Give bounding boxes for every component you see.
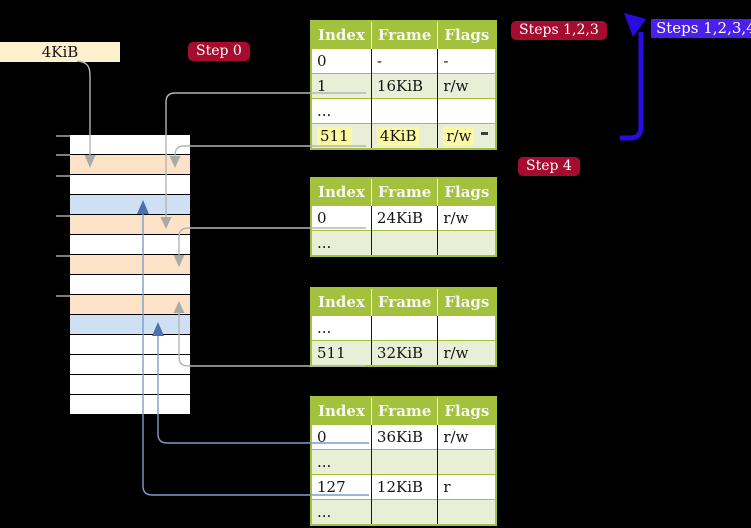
cell-index: 0: [317, 52, 327, 70]
loop-arrow-line: [620, 32, 644, 141]
memory-row: [70, 155, 190, 174]
column-header: Index: [311, 178, 372, 206]
badge-steps-1-2-3: Steps 1,2,3: [511, 21, 607, 40]
memory-row: [70, 175, 190, 194]
page-table-3: Index Frame Flags ... 511 32KiB r/w: [310, 287, 498, 367]
column-header: Index: [311, 288, 372, 316]
column-header: Index: [311, 21, 372, 49]
badge-step-0: Step 0: [188, 42, 250, 61]
table-row: ...: [311, 315, 497, 341]
cell-index: ...: [317, 234, 332, 252]
memory-row: [70, 355, 190, 374]
cell-frame: 12KiB: [376, 478, 424, 496]
cell-frame: -: [376, 52, 382, 70]
cell-flags: -: [443, 52, 449, 70]
table-row: ...: [311, 449, 497, 475]
cell-index: ...: [317, 102, 332, 120]
cell-index: ...: [317, 503, 332, 521]
column-header: Frame: [371, 178, 439, 206]
memory-tick: [56, 175, 70, 177]
column-header: Flags: [437, 288, 497, 316]
memory-row: [70, 275, 190, 294]
cell-index: 0: [317, 209, 327, 227]
table-header-row: Index Frame Flags: [311, 21, 497, 49]
table-row: 0 36KiB r/w: [311, 424, 497, 450]
cell-frame: 24KiB: [376, 209, 424, 227]
table-row: ...: [311, 230, 497, 256]
table-header-row: Index Frame Flags: [311, 397, 497, 425]
cell-frame: 32KiB: [376, 344, 424, 362]
table-row: 1 16KiB r/w: [311, 73, 497, 99]
cell-flags: r/w: [443, 428, 469, 446]
column-header: Flags: [437, 21, 497, 49]
page-table-2: Index Frame Flags 0 24KiB r/w ...: [310, 177, 498, 257]
column-header: Flags: [437, 397, 497, 425]
memory-row: [70, 255, 190, 274]
page-size-label: 4KiB: [0, 42, 120, 62]
cell-index: ...: [317, 319, 332, 337]
physical-memory-strip: [70, 135, 190, 415]
table-row-highlighted: 511 4KiB r/w: [311, 123, 497, 149]
memory-row: [70, 295, 190, 314]
column-header: Frame: [371, 21, 439, 49]
cell-index: ...: [317, 453, 332, 471]
memory-tick: [56, 154, 70, 156]
table-header-row: Index Frame Flags: [311, 178, 497, 206]
loop-arrow-arrowhead: [624, 13, 646, 37]
table-row: 127 12KiB r: [311, 474, 497, 500]
table-row: ...: [311, 98, 497, 124]
memory-row: [70, 235, 190, 254]
cell-flags: r: [443, 478, 451, 496]
column-header: Index: [311, 397, 372, 425]
memory-row: [70, 335, 190, 354]
cell-index: 511: [317, 344, 346, 362]
cell-flags: r/w: [443, 344, 469, 362]
table-row: 511 32KiB r/w: [311, 340, 497, 366]
table1-edge-tick: [481, 132, 488, 135]
cell-frame: 16KiB: [376, 77, 424, 95]
column-header: Flags: [437, 178, 497, 206]
memory-tick: [56, 295, 70, 297]
cell-index: 1: [317, 77, 327, 95]
cell-flags: r/w: [443, 77, 469, 95]
memory-row: [70, 195, 190, 214]
page-table-4: Index Frame Flags 0 36KiB r/w ... 127 12…: [310, 396, 498, 526]
table-header-row: Index Frame Flags: [311, 288, 497, 316]
column-header: Frame: [371, 288, 439, 316]
memory-row: [70, 375, 190, 394]
memory-row: [70, 315, 190, 334]
cell-index: 511: [317, 127, 352, 145]
page-table-1: Index Frame Flags 0 - - 1 16KiB r/w ... …: [310, 20, 498, 150]
memory-tick: [56, 135, 70, 137]
memory-tick: [56, 255, 70, 257]
memory-row: [70, 215, 190, 234]
memory-row: [70, 135, 190, 154]
cell-index: 0: [317, 428, 327, 446]
table-row: 0 24KiB r/w: [311, 205, 497, 231]
cell-flags: r/w: [443, 127, 475, 145]
badge-step-4: Step 4: [518, 157, 580, 176]
cell-frame: 4KiB: [376, 127, 420, 145]
column-header: Frame: [371, 397, 439, 425]
memory-tick: [56, 215, 70, 217]
cell-flags: r/w: [443, 209, 469, 227]
cell-index: 127: [317, 478, 346, 496]
memory-row: [70, 395, 190, 414]
table-row: 0 - -: [311, 48, 497, 74]
cell-frame: 36KiB: [376, 428, 424, 446]
table-row: ...: [311, 499, 497, 525]
badge-steps-1-2-3-4: Steps 1,2,3,4: [651, 19, 751, 38]
